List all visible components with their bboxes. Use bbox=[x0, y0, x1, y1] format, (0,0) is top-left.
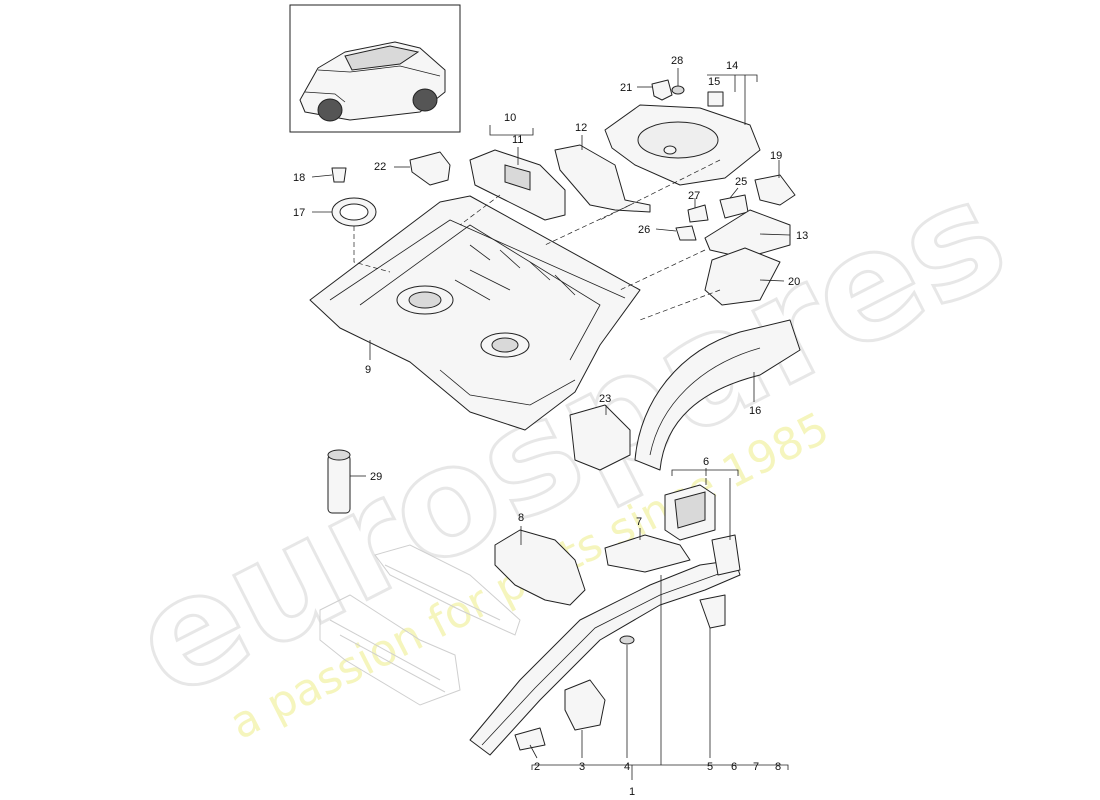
part-2-bracket bbox=[514, 727, 546, 751]
callout-26: 26 bbox=[638, 224, 650, 236]
callout-8: 8 bbox=[518, 512, 524, 524]
callout-11: 11 bbox=[512, 134, 523, 146]
vehicle-thumbnail bbox=[289, 4, 461, 133]
callout-17: 17 bbox=[293, 207, 305, 219]
callout-25: 25 bbox=[735, 176, 747, 188]
part-17-seal-ring bbox=[331, 197, 377, 227]
callout-5: 5 bbox=[707, 761, 713, 773]
part-23-bracket bbox=[569, 404, 631, 471]
callout-13: 13 bbox=[796, 230, 808, 242]
callout-7-bottom: 7 bbox=[753, 761, 759, 773]
assembly-lines bbox=[353, 159, 721, 321]
callout-3: 3 bbox=[579, 761, 585, 773]
callout-21: 21 bbox=[620, 82, 632, 94]
part-13-panel bbox=[704, 209, 791, 259]
part-29-damper bbox=[327, 449, 351, 514]
part-14-spare-wheel-well bbox=[604, 104, 761, 186]
callout-12: 12 bbox=[575, 122, 587, 134]
leader-lines bbox=[311, 68, 791, 780]
part-15-bracket bbox=[707, 91, 724, 107]
part-27-clip bbox=[687, 204, 709, 223]
callout-10: 10 bbox=[504, 112, 516, 124]
callout-15: 15 bbox=[708, 76, 720, 88]
callout-28: 28 bbox=[671, 55, 683, 67]
part-7-bracket bbox=[604, 534, 691, 573]
part-6-reinforcement bbox=[664, 484, 716, 541]
part-12-crossmember bbox=[554, 144, 651, 213]
part-9-rear-floor bbox=[309, 195, 641, 431]
part-21-bracket bbox=[651, 79, 673, 101]
callout-9: 9 bbox=[365, 364, 371, 376]
part-6b-bracket bbox=[711, 534, 741, 576]
part-22-bracket bbox=[409, 151, 451, 186]
callout-23: 23 bbox=[599, 393, 611, 405]
callouts: 18 17 22 9 10 11 12 21 28 14 15 19 25 27… bbox=[293, 55, 808, 798]
part-10-11-bracket bbox=[469, 149, 566, 221]
callout-6-bottom: 6 bbox=[731, 761, 737, 773]
part-1-side-member bbox=[469, 559, 741, 756]
callout-14: 14 bbox=[726, 60, 738, 72]
part-8-bracket bbox=[494, 529, 586, 606]
part-20-panel bbox=[704, 247, 781, 306]
callout-7: 7 bbox=[636, 516, 642, 528]
callout-2: 2 bbox=[534, 761, 540, 773]
callout-29: 29 bbox=[370, 471, 382, 483]
part-28-plug bbox=[671, 85, 685, 95]
callout-8-bottom: 8 bbox=[775, 761, 781, 773]
part-16-wheel-housing bbox=[634, 319, 801, 471]
callout-20: 20 bbox=[788, 276, 800, 288]
callout-19: 19 bbox=[770, 150, 782, 162]
part-4-plug bbox=[619, 635, 635, 645]
callout-27: 27 bbox=[688, 190, 700, 202]
callout-22: 22 bbox=[374, 161, 386, 173]
part-19-bracket bbox=[754, 174, 796, 206]
part-18-grommet bbox=[331, 167, 347, 183]
part-26-clip bbox=[675, 225, 697, 241]
callout-6: 6 bbox=[703, 456, 709, 468]
callout-16: 16 bbox=[749, 405, 761, 417]
part-5-bracket bbox=[699, 594, 726, 629]
callout-4: 4 bbox=[624, 761, 630, 773]
callout-18: 18 bbox=[293, 172, 305, 184]
callout-1: 1 bbox=[629, 786, 635, 798]
ghost-subframe bbox=[319, 544, 521, 706]
part-3-bracket bbox=[564, 679, 606, 731]
